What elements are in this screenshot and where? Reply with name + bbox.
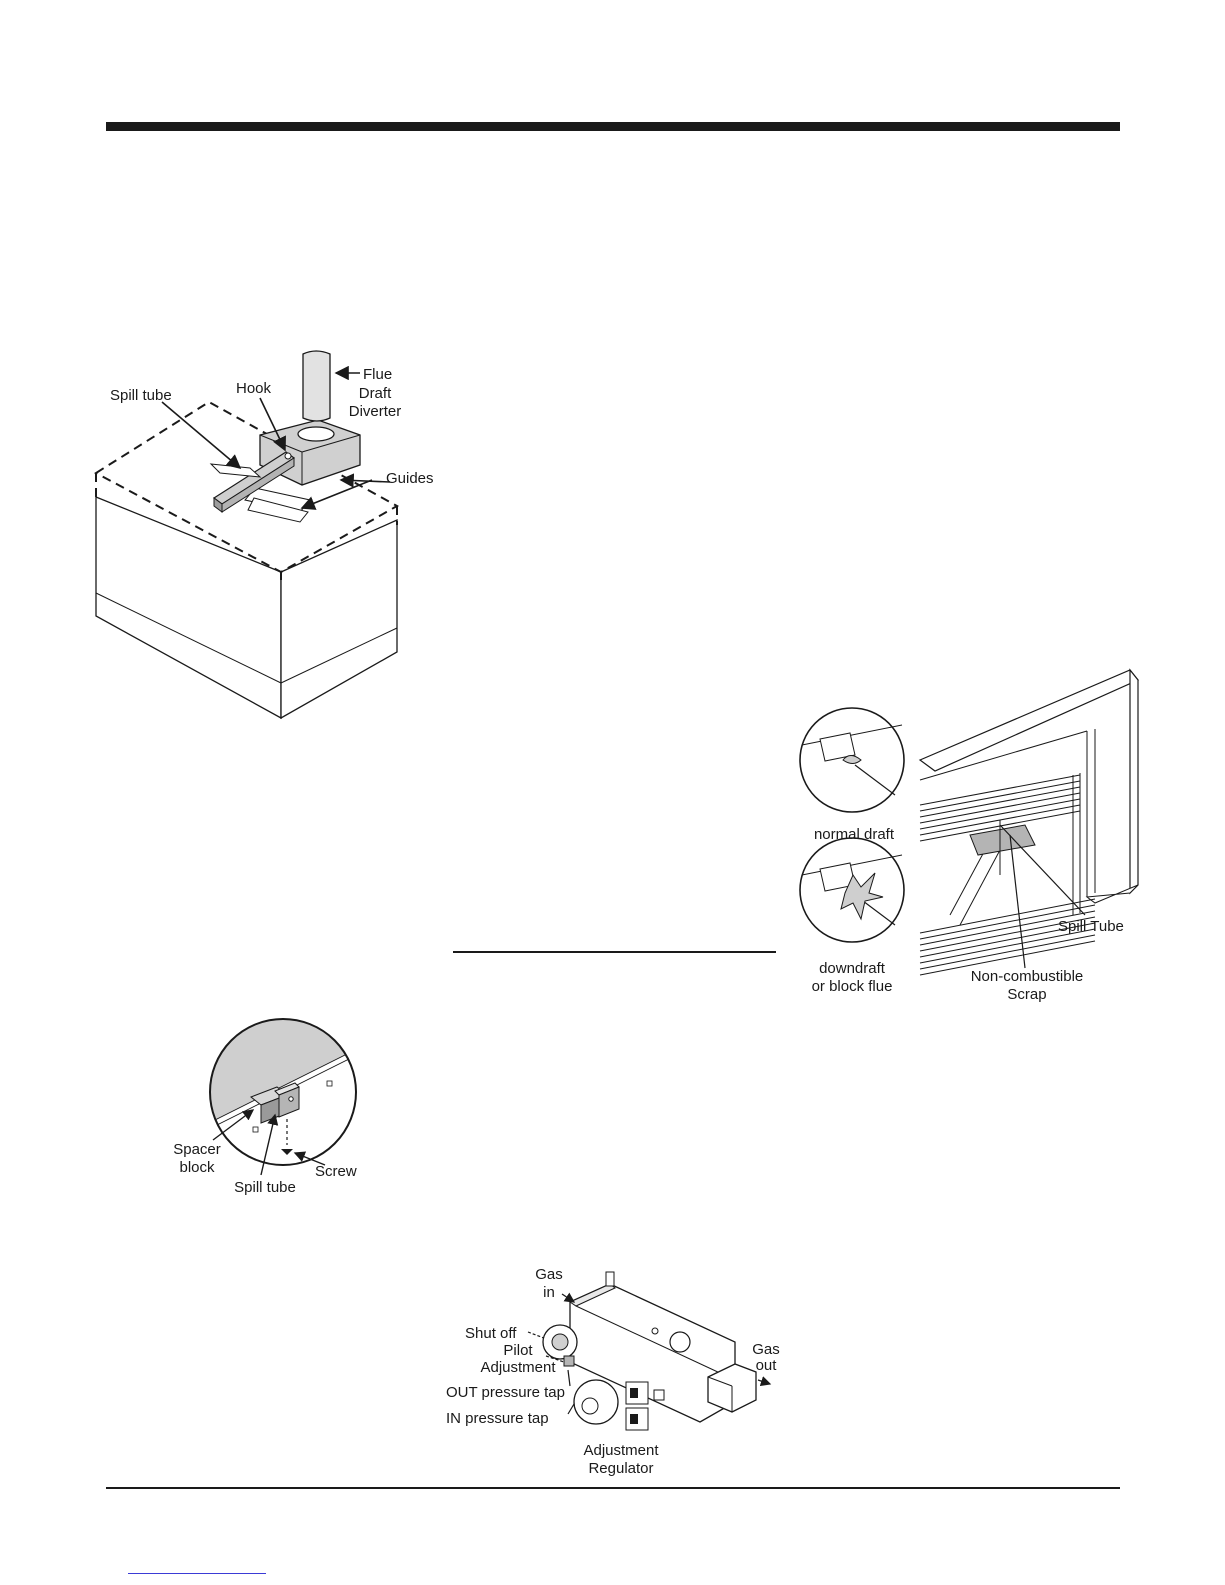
label-spill-tube-detail: Spill tube	[234, 1179, 296, 1196]
label-adjustment: Adjustment	[583, 1442, 659, 1459]
label-gas-out-2: out	[756, 1357, 778, 1374]
label-scrap: Scrap	[1007, 986, 1046, 1003]
gas-valve-diagram: Gas in Shut off Pilot Adjustment OUT pre…	[440, 1262, 800, 1477]
draft-test-diagram: normal draft downdraft or block flue Spi…	[795, 665, 1140, 1010]
label-in-pressure-tap: IN pressure tap	[446, 1410, 549, 1427]
label-non-combustible: Non-combustible	[971, 968, 1084, 985]
label-flue: Flue	[363, 366, 392, 383]
footer-link-underline	[128, 1573, 266, 1574]
label-regulator: Regulator	[588, 1460, 653, 1477]
label-spill-tube: Spill tube	[110, 387, 172, 404]
label-block-flue: or block flue	[812, 978, 893, 995]
section-rule	[453, 951, 776, 953]
header-rule	[106, 122, 1120, 131]
label-guides: Guides	[386, 470, 434, 487]
label-gas-out: Gas	[752, 1341, 780, 1358]
label-draft-diverter: Draft	[359, 385, 392, 402]
label-pilot: Pilot	[503, 1342, 533, 1359]
spill-tube-hook-diagram: Flue Spill tube Hook Draft Diverter Guid…	[90, 340, 440, 725]
label-normal-draft: normal draft	[814, 826, 895, 843]
spacer-block-detail: Spacer block Spill tube Screw	[175, 1015, 375, 1200]
label-hook: Hook	[236, 380, 272, 397]
footer-rule	[106, 1487, 1120, 1489]
label-gas-in: Gas	[535, 1266, 563, 1283]
label-downdraft: downdraft	[819, 960, 886, 977]
label-screw: Screw	[315, 1163, 357, 1180]
label-spacer: Spacer	[173, 1141, 221, 1158]
label-spill-tube-front: Spill Tube	[1058, 918, 1124, 935]
label-out-pressure-tap: OUT pressure tap	[446, 1384, 565, 1401]
label-draft-diverter-2: Diverter	[349, 403, 402, 420]
label-gas-in-2: in	[543, 1284, 555, 1301]
label-pilot-adjustment: Adjustment	[480, 1359, 556, 1376]
label-block: block	[179, 1159, 215, 1176]
label-shut-off: Shut off	[465, 1325, 517, 1342]
